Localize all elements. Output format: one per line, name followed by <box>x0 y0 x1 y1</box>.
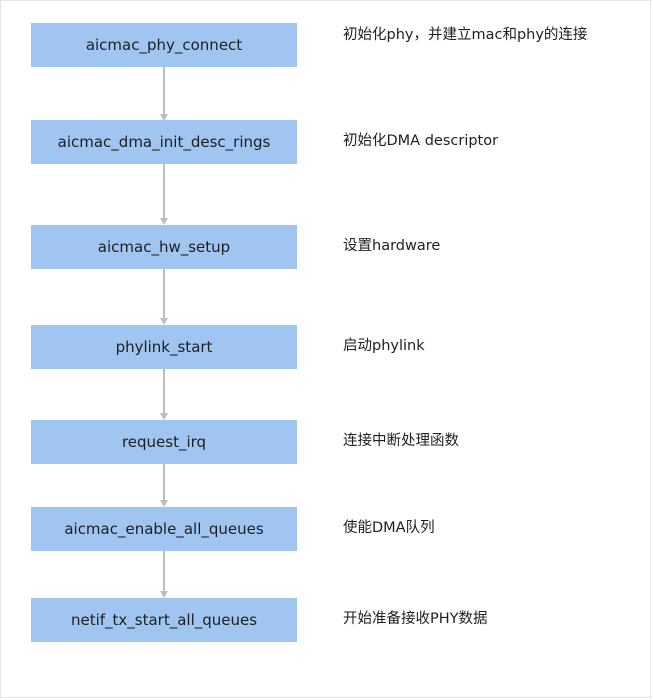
arrow-down-icon <box>160 114 168 121</box>
arrow-down-icon <box>160 413 168 420</box>
step-desc-hw-setup: 设置hardware <box>343 238 441 254</box>
step-desc-tx-start-all-queues: 开始准备接收PHY数据 <box>343 611 488 627</box>
arrow-down-icon <box>160 318 168 325</box>
step-box-tx-start-all-queues: netif_tx_start_all_queues <box>31 598 297 642</box>
step-box-dma-init-desc-rings: aicmac_dma_init_desc_rings <box>31 120 297 164</box>
step-box-hw-setup: aicmac_hw_setup <box>31 225 297 269</box>
step-desc-phy-connect: 初始化phy，并建立mac和phy的连接 <box>343 27 588 43</box>
step-box-phylink-start: phylink_start <box>31 325 297 369</box>
step-desc-dma-init-desc-rings: 初始化DMA descriptor <box>343 133 499 149</box>
connector-5-6 <box>163 464 165 501</box>
connector-2-3 <box>163 164 165 219</box>
step-box-enable-all-queues: aicmac_enable_all_queues <box>31 507 297 551</box>
connector-4-5 <box>163 369 165 414</box>
step-box-request-irq: request_irq <box>31 420 297 464</box>
connector-1-2 <box>163 67 165 115</box>
connector-3-4 <box>163 269 165 319</box>
step-desc-phylink-start: 启动phylink <box>343 338 425 354</box>
arrow-down-icon <box>160 591 168 598</box>
step-desc-request-irq: 连接中断处理函数 <box>343 433 459 449</box>
arrow-down-icon <box>160 500 168 507</box>
step-desc-enable-all-queues: 使能DMA队列 <box>343 520 435 536</box>
step-box-phy-connect: aicmac_phy_connect <box>31 23 297 67</box>
connector-6-7 <box>163 551 165 592</box>
arrow-down-icon <box>160 218 168 225</box>
